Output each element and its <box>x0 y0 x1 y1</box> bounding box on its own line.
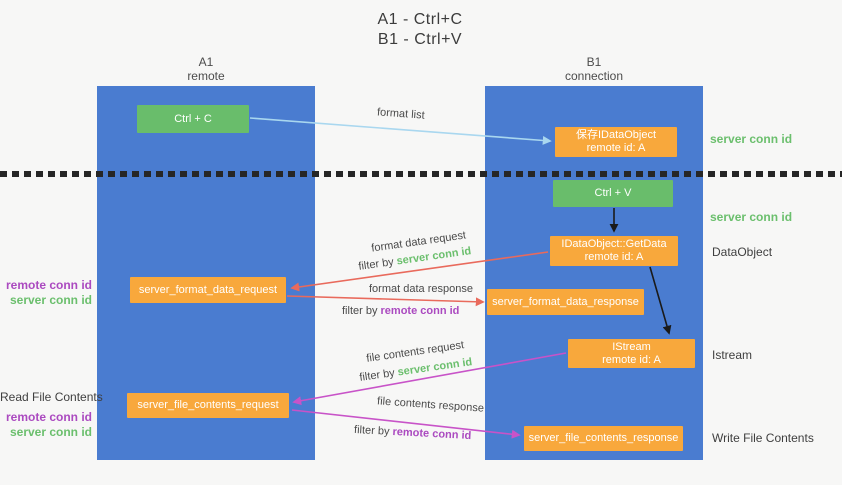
node-idataobject-getdata: IDataObject::GetData remote id: A <box>550 236 678 266</box>
server-conn-id-text: server conn id <box>710 210 793 224</box>
save-idataobject-line1: 保存IDataObject <box>575 129 657 141</box>
server-format-data-request-label: server_format_data_request <box>138 283 278 296</box>
file-contents-response-text: file contents response <box>376 395 485 415</box>
edge-label-filter-remote-conn-2: filter by remote conn id <box>354 424 472 442</box>
server-format-data-response-label: server_format_data_response <box>492 295 639 308</box>
ctrl-c-label: Ctrl + C <box>174 112 212 125</box>
lane-header-a1: A1 remote <box>97 55 315 83</box>
server-conn-id-text: server conn id <box>710 132 793 146</box>
ctrl-v-label: Ctrl + V <box>594 187 632 199</box>
save-idataobject-line2: remote id: A <box>586 142 646 154</box>
node-ctrl-c: Ctrl + C <box>137 105 249 133</box>
lane-a1-role: remote <box>187 69 225 83</box>
edge-label-format-data-response: format data response <box>369 283 473 295</box>
node-server-format-data-request: server_format_data_request <box>130 277 286 303</box>
node-istream: IStream remote id: A <box>568 339 695 368</box>
side-label-server-conn-id-top: server conn id <box>710 132 792 146</box>
node-server-file-contents-response: server_file_contents_response <box>524 426 683 451</box>
filter-by-text: filter by <box>342 305 378 317</box>
lane-header-b1: B1 connection <box>485 55 703 83</box>
dataobject-text: DataObject <box>712 245 773 259</box>
server-conn-id-text: server conn id <box>9 293 92 307</box>
side-label-write-file-contents: Write File Contents <box>712 431 814 445</box>
istream-line2: remote id: A <box>602 353 661 366</box>
format-data-response-text: format data response <box>369 283 473 295</box>
filter-by-text: filter by <box>358 367 396 384</box>
format-list-text: format list <box>376 106 426 122</box>
side-label-remote-conn-id-top: remote conn id <box>0 278 92 292</box>
side-label-server-conn-id-left-top: server conn id <box>0 293 92 307</box>
getdata-line1: IDataObject::GetData <box>561 238 667 250</box>
istream-text: Istream <box>712 348 753 362</box>
node-server-format-data-response: server_format_data_response <box>487 289 644 315</box>
remote-conn-id-text: remote conn id <box>392 425 472 443</box>
node-server-file-contents-request: server_file_contents_request <box>127 393 289 418</box>
phase-divider-dotted-line <box>0 171 842 177</box>
node-save-idataobject: 保存IDataObject remote id: A <box>555 127 677 157</box>
server-file-contents-request-label: server_file_contents_request <box>137 399 279 411</box>
edge-label-filter-remote-conn-1: filter by remote conn id <box>342 305 459 317</box>
side-label-server-conn-id-left-bottom: server conn id <box>0 425 92 439</box>
side-label-dataobject: DataObject <box>712 245 772 259</box>
remote-conn-id-text: remote conn id <box>5 410 92 424</box>
filter-by-text: filter by <box>357 256 395 273</box>
getdata-line2: remote id: A <box>584 251 644 263</box>
side-label-server-conn-id-mid: server conn id <box>710 210 792 224</box>
node-ctrl-v: Ctrl + V <box>553 180 673 207</box>
title-line-a1: A1 - Ctrl+C <box>377 11 463 28</box>
lane-b1-name: B1 <box>586 55 602 69</box>
side-label-read-file-contents: Read File Contents <box>0 390 103 404</box>
title-line-b1: B1 - Ctrl+V <box>377 31 463 48</box>
remote-conn-id-text: remote conn id <box>380 305 460 317</box>
write-file-contents-text: Write File Contents <box>712 431 814 445</box>
edge-label-format-list: format list <box>377 106 425 121</box>
server-conn-id-text: server conn id <box>9 425 92 439</box>
server-file-contents-response-label: server_file_contents_response <box>528 432 679 444</box>
filter-by-text: filter by <box>353 423 390 438</box>
remote-conn-id-text: remote conn id <box>5 278 92 292</box>
arrow-format-data-response <box>286 295 485 307</box>
diagram-title: A1 - Ctrl+C B1 - Ctrl+V <box>300 10 540 50</box>
lane-a1-name: A1 <box>198 55 214 69</box>
server-conn-id-text: server conn id <box>396 356 474 379</box>
edge-label-file-contents-response: file contents response <box>377 395 485 414</box>
read-file-contents-text: Read File Contents <box>0 390 103 404</box>
istream-line1: IStream <box>612 340 651 353</box>
side-label-remote-conn-id-bottom: remote conn id <box>0 410 92 424</box>
lane-b1-role: connection <box>564 69 624 83</box>
side-label-istream: Istream <box>712 348 752 362</box>
